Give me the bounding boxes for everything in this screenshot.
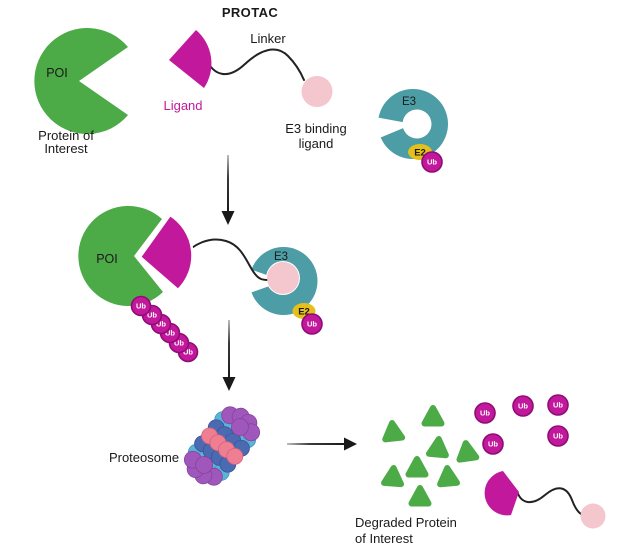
down-arrow-1 [221, 155, 235, 225]
complex-ligand-wedge [138, 213, 194, 292]
free-ub-3 [547, 394, 569, 416]
e3-ring-hole [402, 109, 432, 139]
complex-e3-binding-circle [267, 262, 299, 294]
ligand-label: Ligand [163, 98, 202, 113]
recycled-linker-curve [516, 487, 582, 515]
free-ub-5 [482, 433, 504, 455]
linker-curve [205, 48, 305, 81]
proteosome-label: Proteosome [109, 450, 179, 465]
e3-binding-ligand-circle [301, 76, 333, 107]
proteosome-group: Proteosome [109, 406, 261, 486]
complex-poi-label: POI [96, 252, 118, 266]
poi-label: POI [46, 66, 68, 80]
protac-molecule-group: PROTAC Linker Ligand E3 binding ligand [163, 5, 346, 151]
protac-title: PROTAC [222, 5, 279, 20]
recycled-protac [484, 471, 606, 529]
free-ub-1-label: Ub [480, 409, 490, 418]
ub-label: Ub [427, 158, 437, 167]
e3-binding-caption-line1: E3 binding [285, 121, 346, 136]
poi-protein-group: POI Protein of Interest [34, 28, 128, 156]
recycled-e3-binding-circle [580, 503, 606, 529]
e3-ligase-group: E3 E2 Ub [374, 89, 448, 173]
ub-chain: Ub Ub Ub Ub Ub Ub [130, 295, 199, 363]
free-ub-2-label: Ub [518, 402, 528, 411]
ligand-wedge [169, 30, 212, 88]
e3-label: E3 [402, 96, 416, 108]
poi-pacman-shape [34, 28, 128, 134]
ub-chain-4-label: Ub [165, 329, 175, 338]
ub-badge [421, 151, 443, 173]
complex-linker-curve [181, 238, 269, 281]
degraded-peptides [381, 405, 480, 507]
free-ub-2 [512, 395, 534, 417]
e3-ring-notch [374, 117, 413, 139]
e3-binding-caption-line2: ligand [299, 136, 334, 151]
proteosome-barrel [183, 406, 261, 486]
complex-ub-label: Ub [307, 320, 317, 329]
linker-label: Linker [250, 31, 286, 46]
right-arrow-head [344, 437, 357, 451]
complex-ub-badge [301, 313, 323, 335]
free-ub-4 [547, 425, 569, 447]
poi-caption-line2: Interest [44, 141, 88, 156]
free-ub-1 [474, 402, 496, 424]
down-arrow-1-head [221, 211, 235, 225]
ub-chain-5-label: Ub [174, 339, 184, 348]
degraded-caption-line2: of Interest [355, 531, 413, 546]
complex-poi-pacman [78, 205, 163, 306]
ub-chain-3-label: Ub [156, 320, 166, 329]
poi-caption-line1: Protein of [38, 128, 94, 143]
down-arrow-2 [222, 320, 236, 391]
ternary-complex-group: POI E3 E2 Ub Ub Ub Ub Ub Ub Ub [78, 205, 323, 363]
complex-e3-label: E3 [274, 251, 288, 263]
ub-chain-1-label: Ub [136, 302, 146, 311]
right-arrow [287, 437, 357, 451]
free-ub-3-label: Ub [553, 401, 563, 410]
complex-e2-label: E2 [298, 307, 310, 318]
free-ub-5-label: Ub [488, 440, 498, 449]
degraded-caption-line1: Degraded Protein [355, 515, 457, 530]
recycled-ligand-wedge [484, 471, 519, 516]
e2-label: E2 [414, 148, 426, 159]
free-ub-4-label: Ub [553, 432, 563, 441]
down-arrow-2-head [222, 377, 236, 391]
degradation-products-group: Ub Ub Ub Ub Ub Degraded Protein of Inter… [355, 394, 606, 546]
ub-chain-1 [130, 295, 152, 317]
ub-chain-2-label: Ub [147, 311, 157, 320]
ub-chain-6-label: Ub [183, 348, 193, 357]
free-ubiquitins: Ub Ub Ub Ub Ub [474, 394, 569, 455]
